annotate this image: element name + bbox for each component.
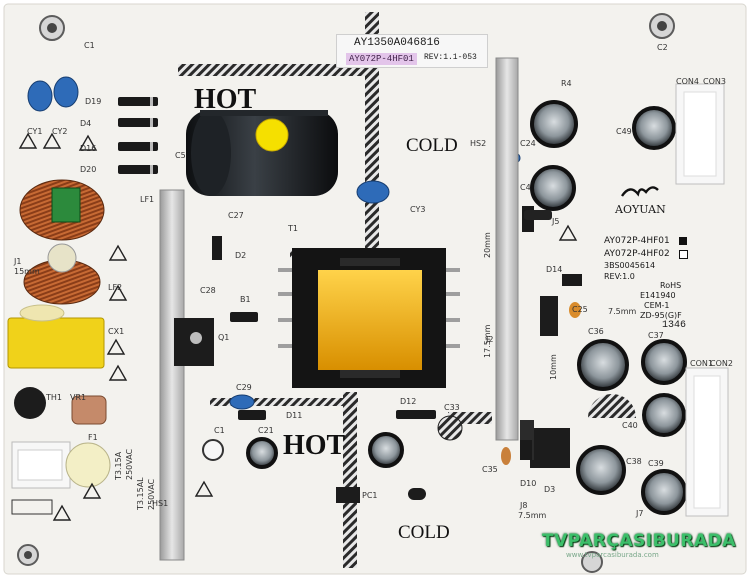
label-j7: J7 xyxy=(636,509,644,518)
dimension-17-5mm: 17.5mm xyxy=(483,324,492,358)
label-pc1: PC1 xyxy=(362,491,378,500)
cert-material: CEM-1 xyxy=(644,301,670,310)
label-d12: D12 xyxy=(400,397,417,406)
label-c27: C27 xyxy=(228,211,244,220)
label-lf1: LF1 xyxy=(140,195,155,204)
label-con1: CON1 xyxy=(690,359,713,368)
checkbox-filled xyxy=(679,237,687,245)
watermark-url: www.tvparcasiburada.com xyxy=(566,551,659,559)
model-line-3: 3BS0045614 xyxy=(604,261,656,270)
label-c35: C35 xyxy=(482,465,498,474)
watermark: TVPARÇASIBURADA xyxy=(542,531,736,551)
label-c39: C39 xyxy=(648,459,664,468)
label-c40: C40 xyxy=(622,421,638,430)
label-j8: J8 xyxy=(520,501,528,510)
fuse-rating-1: T3.15A xyxy=(114,451,123,480)
fuse-rating-3: T3.15AL xyxy=(136,477,145,510)
label-r4: R4 xyxy=(561,79,572,88)
label-d20: D20 xyxy=(80,165,97,174)
label-c38: C38 xyxy=(626,457,642,466)
label-th1: TH1 xyxy=(46,393,62,402)
label-q1: Q1 xyxy=(218,333,230,342)
label-vr1: VR1 xyxy=(70,393,87,402)
checkbox-empty xyxy=(679,250,688,259)
label-c21: C21 xyxy=(258,426,274,435)
dimension-7-5mm-a: 7.5mm xyxy=(608,307,637,316)
model-sticker: AY072P-4HF01 xyxy=(346,53,417,65)
dimension-7-5mm-b: 7.5mm xyxy=(518,511,547,520)
label-con3: CON3 xyxy=(703,77,726,86)
label-hs1: HS1 xyxy=(152,499,169,508)
label-j5: J5 xyxy=(552,217,560,226)
aoyuan-logo-icon xyxy=(621,186,659,197)
label-d2: D2 xyxy=(235,251,247,260)
label-c29: C29 xyxy=(236,383,252,392)
label-cy3: CY3 xyxy=(410,205,426,214)
label-c33: C33 xyxy=(444,403,460,412)
label-d16: D16 xyxy=(80,144,97,153)
date-code: 1346 xyxy=(662,320,687,331)
rev-text: REV:1.1-053 xyxy=(424,53,477,62)
cert-rohs: RoHS xyxy=(660,281,682,290)
label-d10: D10 xyxy=(520,479,537,488)
label-d14: D14 xyxy=(546,265,563,274)
dimension-15mm: 15mm xyxy=(14,267,40,276)
label-c37: C37 xyxy=(648,331,664,340)
cold-warning-bottom: COLD xyxy=(398,522,450,543)
dimension-10mm: 10mm xyxy=(549,354,558,380)
dimension-20mm: 20mm xyxy=(483,232,492,258)
serial-sticker: AY1350A046816 xyxy=(354,37,440,49)
model-line-2: AY072P-4HF02 xyxy=(604,249,670,259)
brand-name: AOYUAN xyxy=(615,203,666,216)
label-cy1: CY1 xyxy=(27,127,43,136)
label-c36: C36 xyxy=(588,327,604,336)
label-t1: T1 xyxy=(288,224,298,233)
fuse-rating-2: 250VAC xyxy=(125,448,134,480)
label-d4: D4 xyxy=(80,119,92,128)
label-d19: D19 xyxy=(85,97,102,106)
label-d11: D11 xyxy=(286,411,303,420)
cold-warning-top: COLD xyxy=(406,135,458,156)
label-lf2: LF2 xyxy=(108,283,123,292)
label-d3: D3 xyxy=(544,485,556,494)
label-hs2: HS2 xyxy=(470,139,487,148)
label-con2: CON2 xyxy=(710,359,733,368)
cert-flame: ZD-95(G)F xyxy=(640,311,682,320)
label-c2: C2 xyxy=(657,43,668,52)
label-c1: C1 xyxy=(84,41,95,50)
cert-ul: E141940 xyxy=(640,291,676,300)
label-c25: C25 xyxy=(572,305,588,314)
hot-warning-bottom: HOT xyxy=(283,430,346,461)
label-j1: J1 xyxy=(14,257,22,266)
label-j2: J2 xyxy=(486,335,494,344)
hot-warning-top: HOT xyxy=(194,84,257,115)
label-c1b: C1 xyxy=(214,426,225,435)
label-c49: C49 xyxy=(616,127,632,136)
label-c24: C24 xyxy=(520,139,536,148)
label-c4: C4 xyxy=(520,183,531,192)
label-f1: F1 xyxy=(88,433,98,442)
label-con4: CON4 xyxy=(676,77,699,86)
label-cy2: CY2 xyxy=(52,127,68,136)
label-c5: C5 xyxy=(175,151,186,160)
label-b1: B1 xyxy=(240,295,251,304)
model-line-1: AY072P-4HF01 xyxy=(604,236,670,246)
label-cx1: CX1 xyxy=(108,327,125,336)
label-c28: C28 xyxy=(200,286,216,295)
model-line-4: REV:1.0 xyxy=(604,272,635,281)
